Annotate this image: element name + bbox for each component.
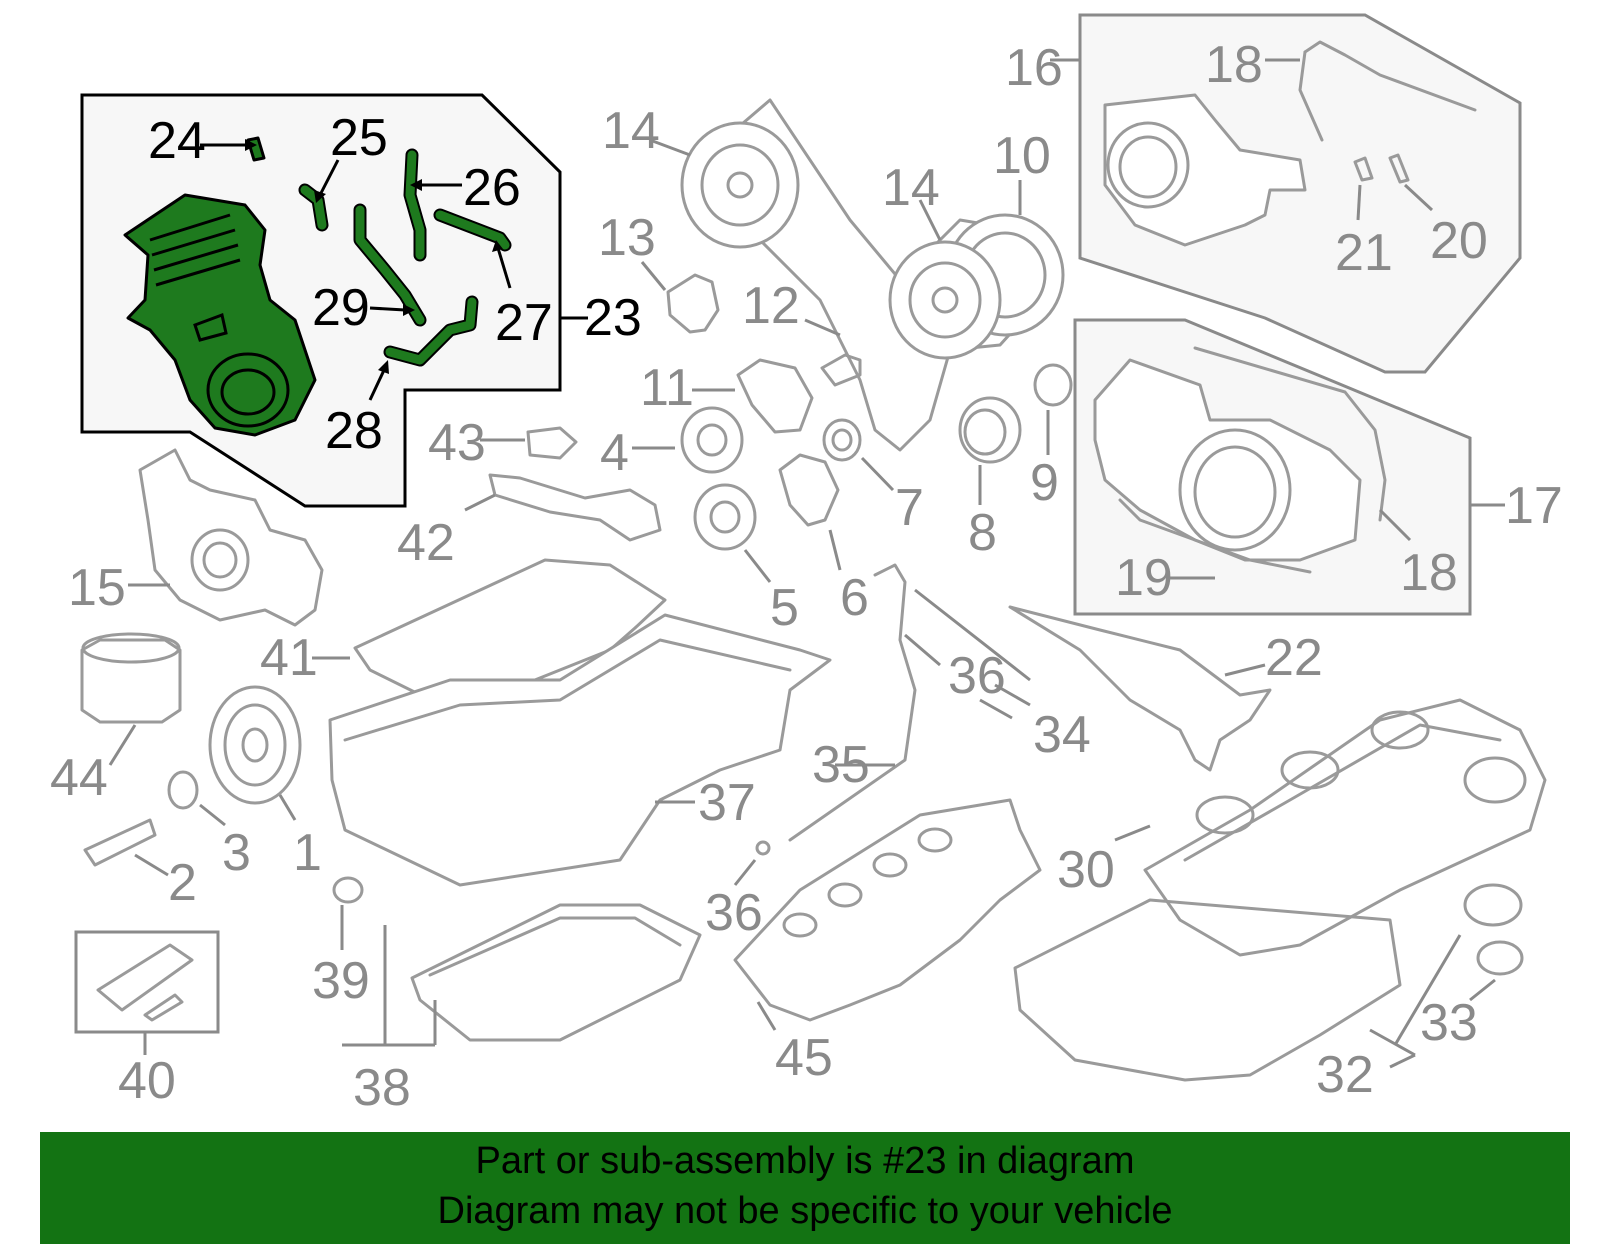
timing-cover-22[interactable]: 22 (1008, 605, 1323, 772)
callout-29: 29 (312, 279, 370, 337)
oil-pan[interactable]: 37 39 38 (312, 613, 832, 1117)
callout-14-upper: 14 (602, 102, 660, 160)
timing-cover-middle-inset-17[interactable]: 17 18 19 (1073, 318, 1563, 616)
callout-43: 43 (428, 414, 486, 472)
part-28-seal[interactable] (385, 297, 477, 365)
callout-40: 40 (118, 1052, 176, 1110)
callout-44: 44 (50, 749, 108, 807)
callout-3: 3 (222, 824, 251, 882)
timing-belt-and-pulleys[interactable]: 14 14 10 (602, 98, 1065, 452)
callout-26: 26 (463, 159, 521, 217)
callout-17: 17 (1505, 477, 1563, 535)
part-info-banner: Part or sub-assembly is #23 in diagram D… (40, 1132, 1570, 1244)
callout-13: 13 (598, 209, 656, 267)
valve-cover[interactable]: 30 33 32 (1013, 698, 1547, 1104)
callout-4: 4 (600, 424, 629, 482)
callout-18-upper: 18 (1205, 36, 1263, 94)
callout-27: 27 (495, 294, 553, 352)
callout-19: 19 (1115, 549, 1173, 607)
oil-pump-and-crank-parts[interactable]: 15 44 1 3 2 (50, 448, 324, 912)
callout-18-lower: 18 (1400, 544, 1458, 602)
engine-parts-diagram: 24 25 26 29 27 23 28 16 18 21 20 (50, 13, 1563, 1117)
callout-34: 34 (1033, 706, 1091, 764)
callout-2: 2 (168, 854, 197, 912)
callout-42: 42 (397, 514, 455, 572)
callout-16: 16 (1005, 39, 1063, 97)
tensioner-idler-parts[interactable]: 13 12 11 4 5 6 7 8 9 (598, 209, 1073, 637)
callout-23: 23 (584, 289, 642, 347)
callout-9: 9 (1030, 454, 1059, 512)
intake-manifold[interactable]: 45 (733, 798, 1042, 1087)
callout-45: 45 (775, 1029, 833, 1087)
callout-5: 5 (770, 579, 799, 637)
callout-1: 1 (293, 824, 322, 882)
callout-36-lower: 36 (705, 884, 763, 942)
callout-24: 24 (148, 112, 206, 170)
oil-pickup-and-gaskets[interactable]: 43 42 41 (260, 414, 667, 714)
banner-line-1: Part or sub-assembly is #23 in diagram (475, 1140, 1135, 1182)
banner-line-2: Diagram may not be specific to your vehi… (437, 1190, 1173, 1232)
callout-21: 21 (1335, 224, 1393, 282)
callout-12: 12 (742, 277, 800, 335)
callout-32: 32 (1316, 1046, 1374, 1104)
callout-30: 30 (1057, 841, 1115, 899)
part-27-seal[interactable] (435, 210, 510, 250)
callout-7: 7 (895, 479, 924, 537)
part-26-seal[interactable] (405, 150, 425, 260)
callout-28: 28 (325, 402, 383, 460)
part-29-seal[interactable] (355, 205, 425, 325)
callout-37: 37 (698, 774, 756, 832)
callout-6: 6 (840, 569, 869, 627)
callout-41: 41 (260, 629, 318, 687)
callout-10: 10 (993, 127, 1051, 185)
timing-cover-inset-23[interactable]: 24 25 26 29 27 23 28 (80, 93, 642, 508)
sealant-kit-40[interactable]: 40 (74, 930, 220, 1110)
callout-15: 15 (68, 559, 126, 617)
callout-8: 8 (968, 504, 997, 562)
callout-35: 35 (812, 736, 870, 794)
callout-22: 22 (1265, 629, 1323, 687)
callout-33: 33 (1420, 994, 1478, 1052)
callout-11: 11 (640, 359, 694, 417)
callout-25: 25 (330, 109, 388, 167)
callout-39: 39 (312, 952, 370, 1010)
callout-14-lower: 14 (882, 159, 940, 217)
callout-38: 38 (353, 1059, 411, 1117)
callout-36-upper: 36 (948, 647, 1006, 705)
timing-cover-upper-inset-16[interactable]: 16 18 21 20 (1005, 13, 1522, 374)
oil-dipstick[interactable]: 36 34 35 36 (705, 563, 1091, 942)
callout-20: 20 (1430, 212, 1488, 270)
